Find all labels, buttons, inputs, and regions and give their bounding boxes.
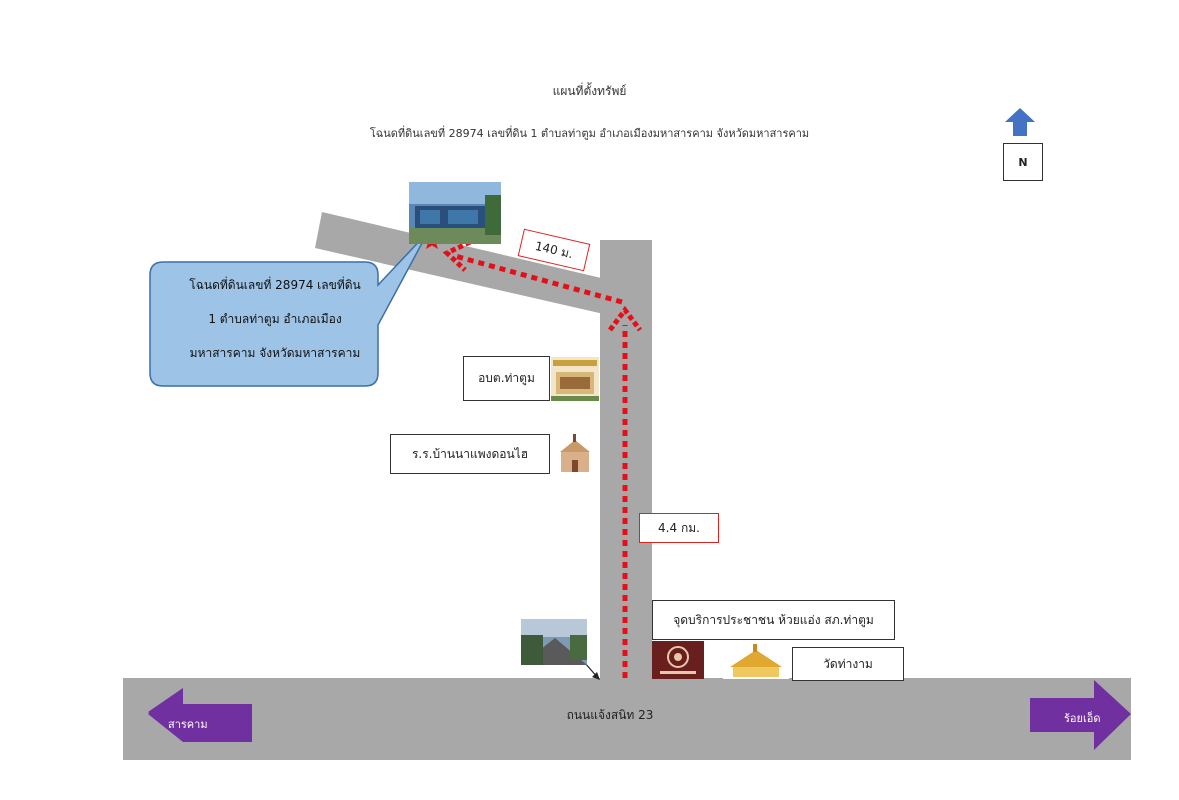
branch-road <box>315 212 652 325</box>
photo-pointer-head <box>592 672 600 680</box>
map-subtitle: โฉนดที่ดินเลขที่ 28974 เลขที่ดิน 1 ตำบลท… <box>369 127 810 140</box>
route-branch <box>454 253 623 305</box>
left-direction-label: สารคาม <box>168 718 208 731</box>
police-logo <box>652 641 704 679</box>
obt-label: อบต.ท่าตูม <box>463 356 550 401</box>
callout-line-1: โฉนดที่ดินเลขที่ 28974 เลขที่ดิน <box>189 278 361 292</box>
right-direction-arrow <box>1030 680 1131 750</box>
service-point-label: จุดบริการประชาชน ห้วยแอ่ง สภ.ท่าตูม <box>652 600 895 640</box>
north-label: N <box>1003 143 1043 181</box>
map-title: แผนที่ตั้งทรัพย์ <box>552 84 627 98</box>
callout-line-3: มหาสารคาม จังหวัดมหาสารคาม <box>189 346 361 360</box>
callout-bubble <box>149 231 429 387</box>
callout-text: โฉนดที่ดินเลขที่ 28974 เลขที่ดิน 1 ตำบลท… <box>165 268 385 370</box>
school-label: ร.ร.บ้านนาแพงดอนไฮ <box>390 434 550 474</box>
temple-label: วัดท่างาม <box>792 647 904 681</box>
property-photo <box>409 182 501 244</box>
route-arrowhead-up <box>608 305 642 332</box>
callout-line-2: 1 ตำบลท่าตูม อำเภอเมือง <box>208 312 342 326</box>
main-road-name: ถนนแจ้งสนิท 23 <box>566 708 654 722</box>
temple-photo <box>723 643 789 679</box>
road-photo <box>521 619 587 665</box>
main-road <box>123 678 1131 760</box>
left-direction-arrow-head <box>148 688 183 742</box>
north-arrow-icon <box>1005 108 1035 136</box>
school-photo <box>552 434 598 474</box>
right-direction-label: ร้อยเอ็ด <box>1064 712 1101 725</box>
main-distance-label: 4.4 กม. <box>639 513 719 543</box>
obt-photo <box>551 357 599 401</box>
route-arrowhead-left <box>442 239 472 272</box>
